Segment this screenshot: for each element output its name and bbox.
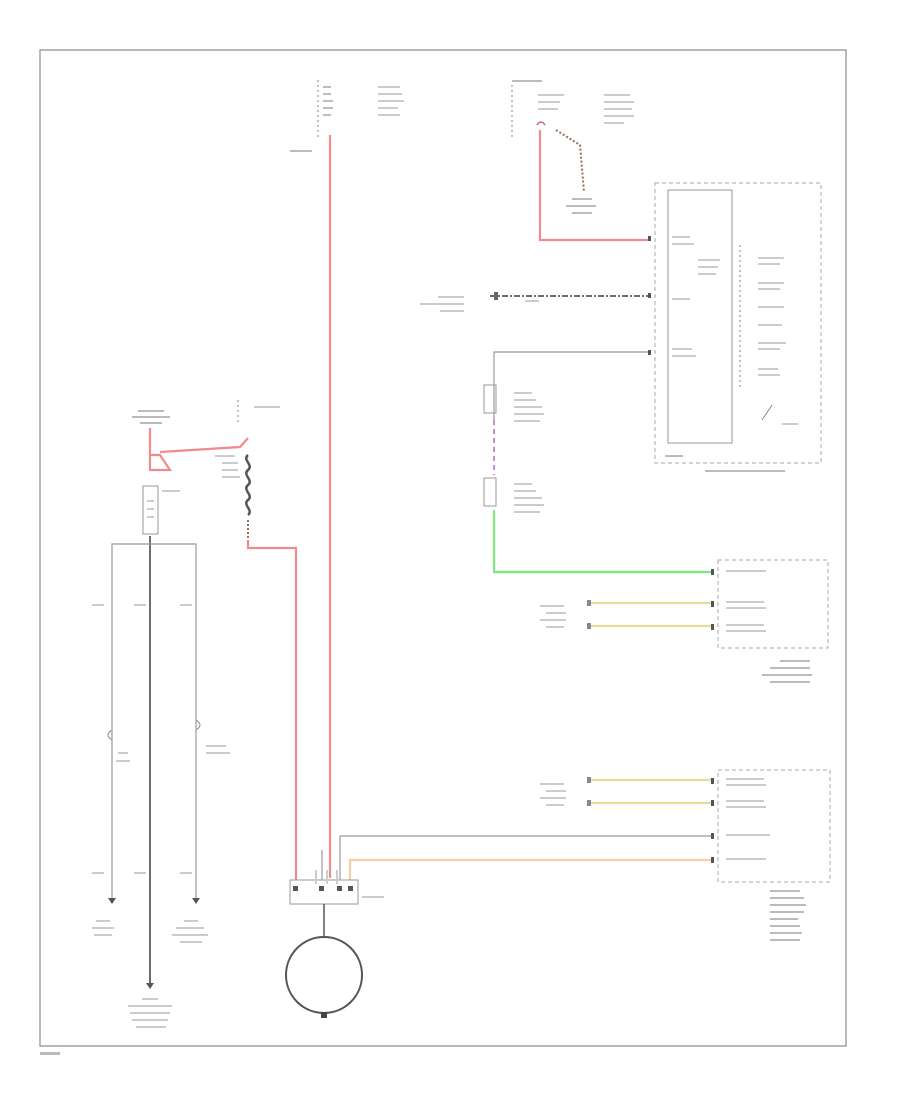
generator — [285, 879, 384, 1018]
battery — [142, 485, 180, 535]
serial-data-wire-cluster — [420, 292, 648, 312]
fuse-detail-lines — [290, 86, 404, 152]
wire-red-battery-top — [148, 428, 173, 472]
hot-at-all-times-fuse-block — [290, 80, 404, 152]
diagram-frame — [39, 49, 847, 1047]
splice-2 — [483, 477, 544, 513]
hot-in-run-fuse-block — [511, 80, 634, 140]
wire-green-splice-to-bcm — [492, 510, 712, 574]
footer-code — [40, 1052, 60, 1055]
instrument-panel-cluster — [648, 182, 822, 472]
battery-top-fuse-block — [132, 410, 170, 424]
wire-gray-generator-to-ecm — [339, 835, 711, 880]
generator-terminal-labels — [315, 870, 338, 884]
wire-red-cluster-feed — [538, 130, 648, 242]
small-fuse-icon — [536, 121, 546, 126]
ecm-yellow-data-wires — [540, 777, 711, 806]
splice-1 — [483, 384, 544, 422]
wire-red-battery-to-fusible-link — [159, 437, 249, 454]
ground-label-block — [566, 198, 596, 214]
engine-control-module — [711, 769, 831, 941]
bcm-yellow-data-wires — [540, 600, 711, 629]
wire-gray-cluster-to-splice — [493, 351, 648, 420]
battery-ground-harness — [92, 536, 230, 1028]
wire-brown-ground-drop — [555, 129, 585, 193]
wire-orange-generator-to-ecm — [348, 858, 711, 880]
body-control-module — [711, 559, 829, 683]
fusible-link — [215, 454, 251, 516]
wire-red-fusible-to-generator — [246, 540, 298, 880]
